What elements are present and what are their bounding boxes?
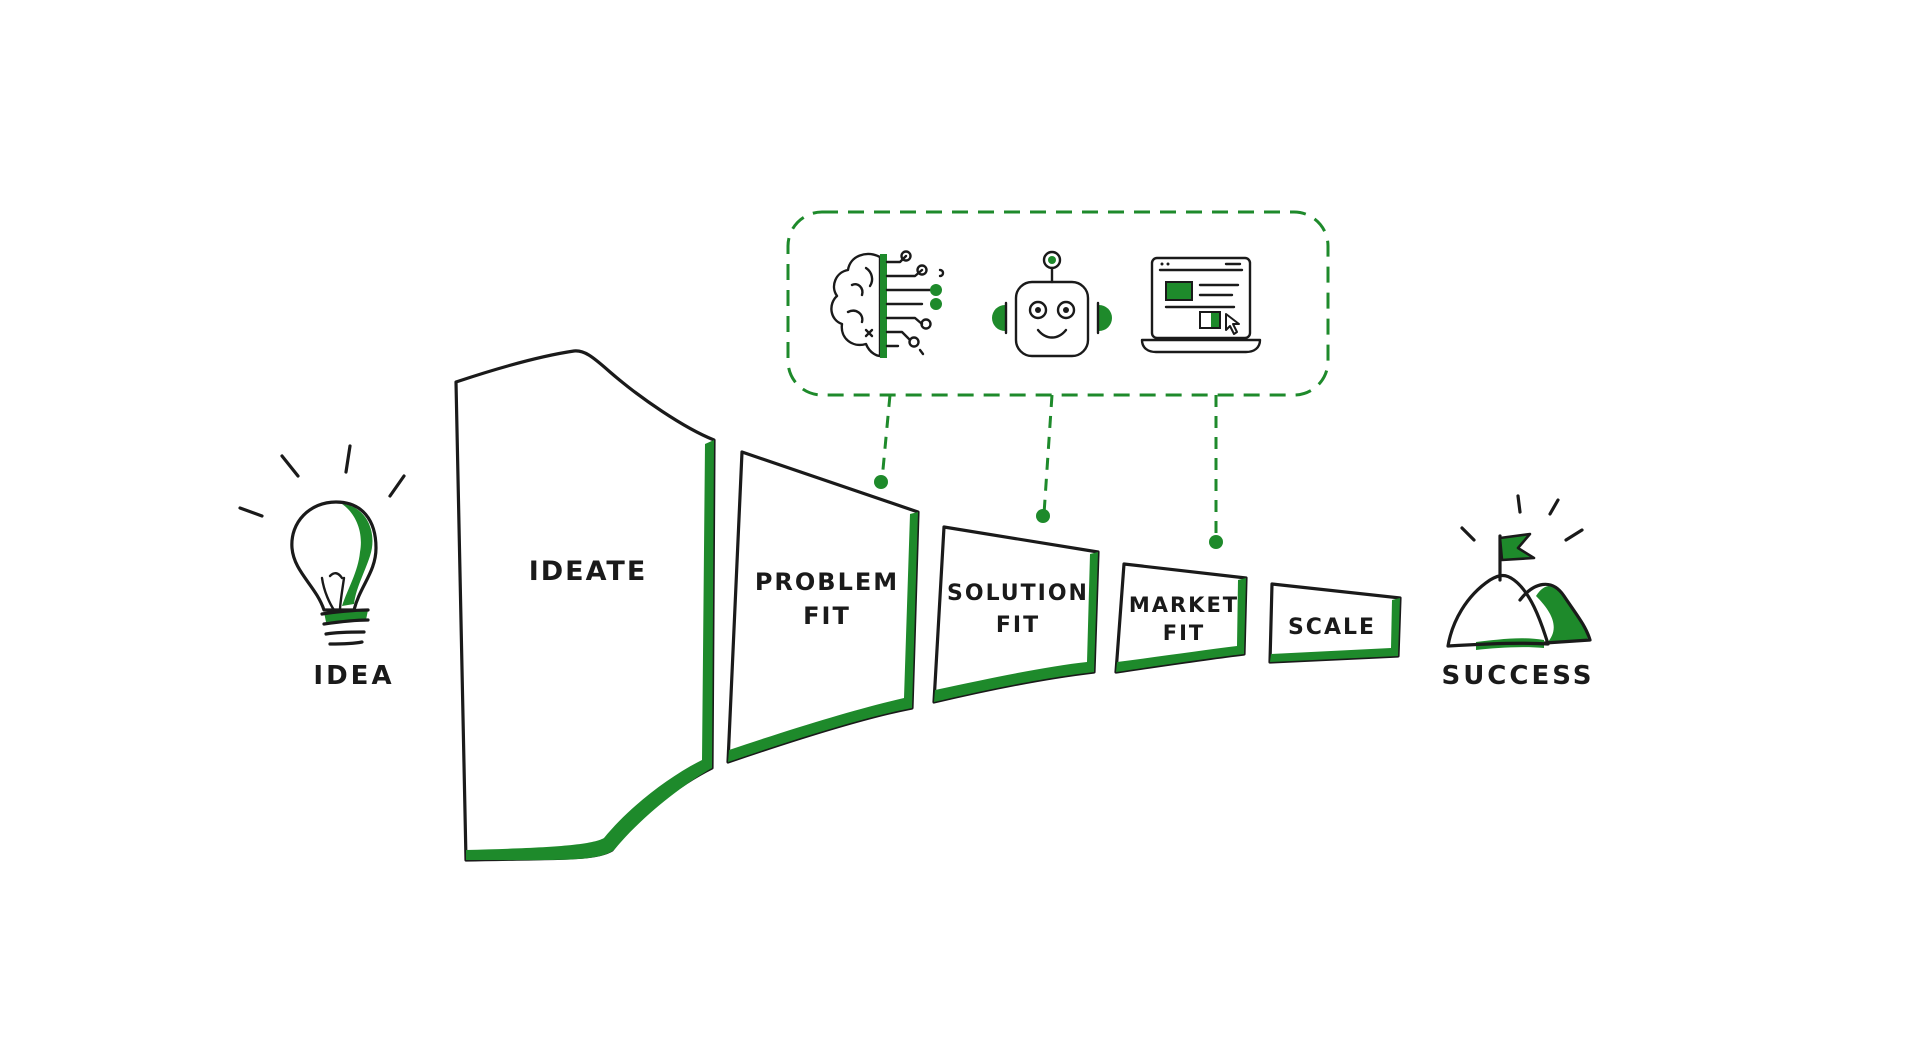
mountain-flag-icon (1446, 494, 1592, 650)
stage-label-problem-fit-2: FIT (803, 602, 851, 630)
tool-connectors (874, 394, 1223, 549)
stage-label-solution-fit-1: SOLUTION (947, 581, 1089, 606)
tools-dashed-box (786, 210, 1330, 397)
lightbulb-icon (238, 444, 406, 646)
connector-laptop-to-market-fit (1209, 395, 1223, 549)
funnel-stages: IDEATE PROBLEM FIT SOLUTION FIT MARKET F… (454, 349, 1402, 862)
stage-label-market-fit-1: MARKET (1129, 593, 1239, 617)
laptop-web-page-icon (1140, 256, 1262, 354)
success-end: SUCCESS (1441, 494, 1594, 691)
ai-brain-circuit-icon (830, 250, 945, 358)
tools-group (786, 210, 1330, 397)
robot-icon (992, 250, 1112, 358)
stage-label-market-fit-2: FIT (1163, 621, 1205, 645)
stage-problem-fit: PROBLEM FIT (726, 450, 920, 764)
stage-scale: SCALE (1268, 582, 1402, 664)
stage-label-ideate: IDEATE (529, 556, 648, 587)
connector-ai-to-problem-fit (874, 394, 892, 489)
stage-ideate: IDEATE (454, 349, 716, 862)
stage-label-solution-fit-2: FIT (996, 613, 1040, 638)
success-label: SUCCESS (1441, 661, 1594, 691)
connector-robot-to-solution-fit (1036, 394, 1054, 523)
stage-market-fit: MARKET FIT (1114, 562, 1248, 674)
idea-start: IDEA (238, 444, 406, 691)
idea-label: IDEA (313, 661, 394, 691)
stage-label-scale: SCALE (1288, 615, 1376, 640)
stage-label-problem-fit-1: PROBLEM (755, 568, 899, 596)
stage-solution-fit: SOLUTION FIT (932, 525, 1100, 704)
